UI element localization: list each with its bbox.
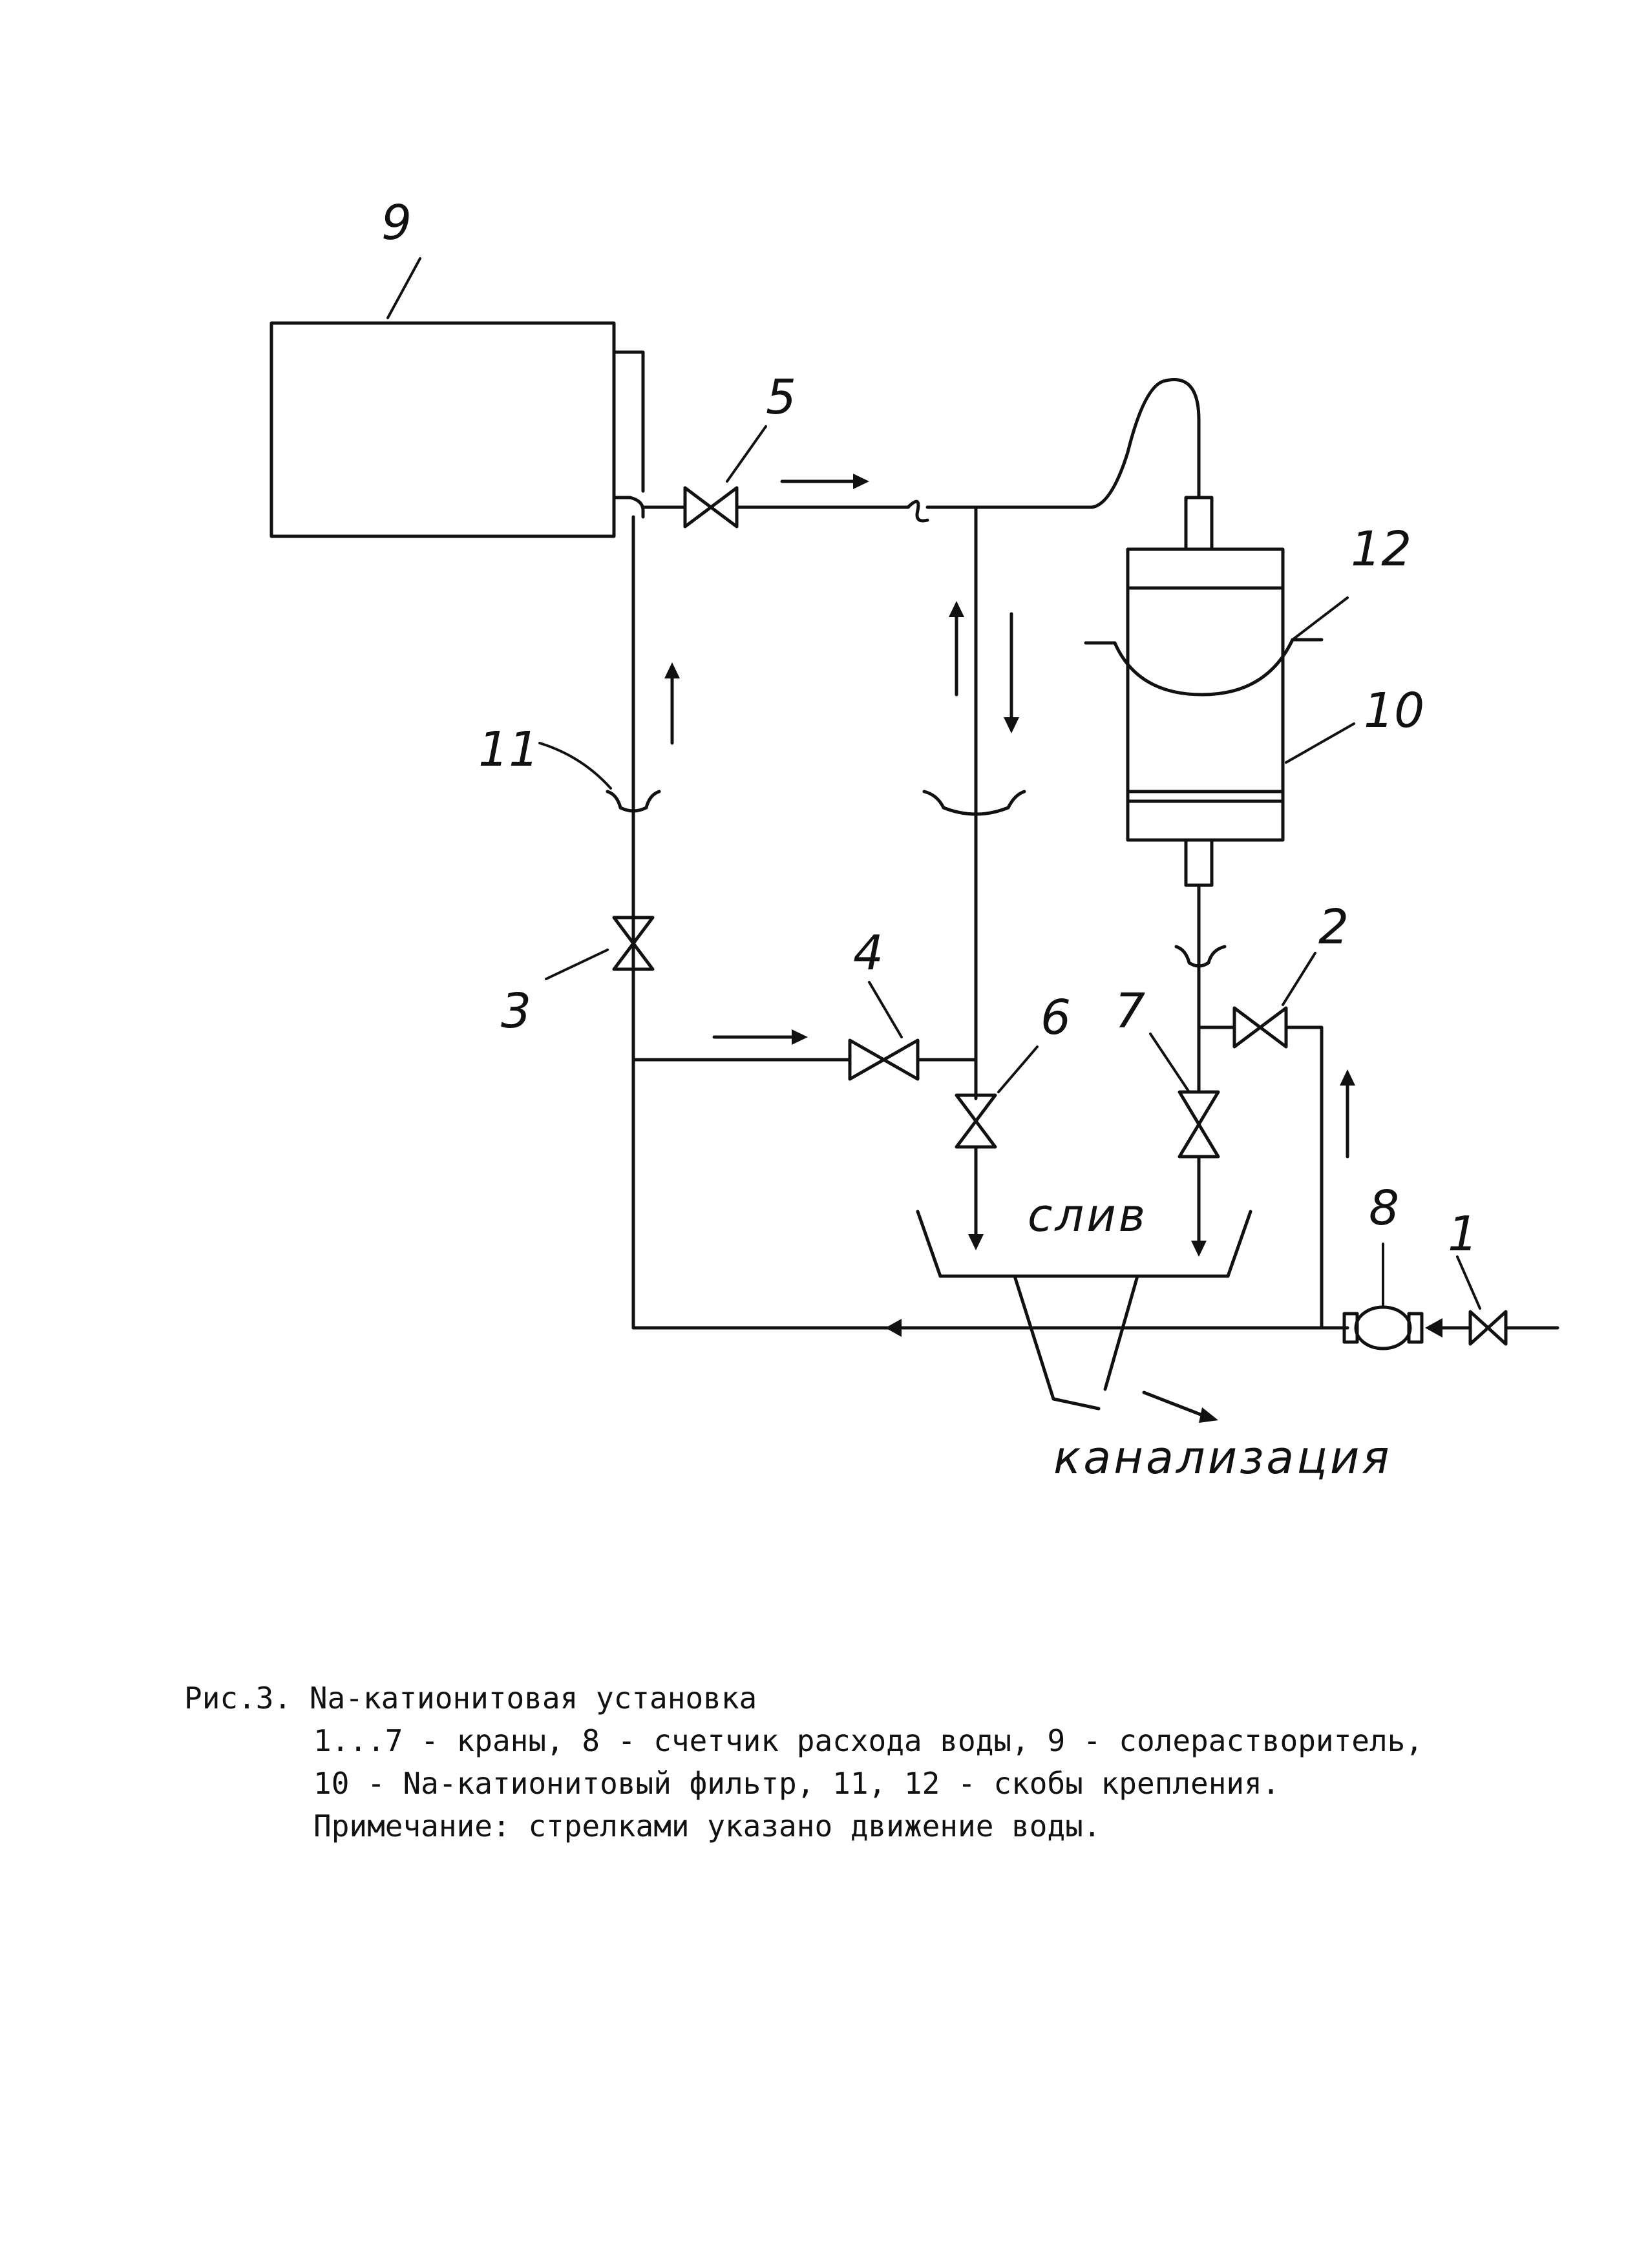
svg-text:9: 9 xyxy=(381,195,412,251)
flow-arrow-branch xyxy=(712,1029,808,1045)
label-9: 9 xyxy=(381,195,421,319)
svg-text:7: 7 xyxy=(1115,983,1145,1039)
label-6: 6 xyxy=(997,990,1071,1093)
valve-3 xyxy=(612,916,655,971)
svg-text:11: 11 xyxy=(478,722,539,777)
flow-arrow-right-up xyxy=(1340,1069,1355,1159)
valve-1 xyxy=(1468,1310,1559,1346)
svg-text:12: 12 xyxy=(1351,521,1411,577)
flow-arrow-center-up xyxy=(949,601,964,697)
sewer-label: канализация xyxy=(1053,1431,1391,1484)
label-4: 4 xyxy=(853,925,903,1038)
label-10: 10 xyxy=(1285,683,1424,764)
svg-text:4: 4 xyxy=(853,925,883,981)
flow-arrow-inlet xyxy=(1425,1318,1472,1338)
valve-4 xyxy=(848,1038,978,1081)
mounting-bracket-11 xyxy=(606,790,1026,816)
flow-arrow-left-up xyxy=(664,662,680,745)
na-cation-filter xyxy=(1126,496,1285,887)
installation-diagram: 9 5 12 10 xyxy=(269,195,1559,1484)
svg-text:8: 8 xyxy=(1369,1181,1399,1236)
svg-text:5: 5 xyxy=(766,370,796,425)
svg-text:3: 3 xyxy=(501,983,531,1039)
caption-line-2: 10 - Na-катионитовый фильтр, 11, 12 - ск… xyxy=(313,1766,1280,1801)
flow-arrow-bottom xyxy=(885,1319,902,1337)
label-1: 1 xyxy=(1448,1206,1481,1310)
figure-caption: Рис.3. Na-катионитовая установка 1...7 -… xyxy=(184,1677,1606,1847)
label-7: 7 xyxy=(1115,983,1190,1093)
label-2: 2 xyxy=(1282,899,1349,1006)
label-11: 11 xyxy=(478,722,612,790)
drain-basin xyxy=(916,1210,1252,1278)
valve-7 xyxy=(1178,1090,1220,1257)
mounting-bracket-12 xyxy=(1084,638,1324,697)
water-meter xyxy=(1342,1305,1424,1350)
label-8: 8 xyxy=(1369,1181,1399,1307)
svg-text:2: 2 xyxy=(1318,899,1349,955)
drain-label: слив xyxy=(1028,1189,1148,1242)
label-12: 12 xyxy=(1291,521,1411,641)
salt-dissolver-tank xyxy=(269,321,645,538)
label-5: 5 xyxy=(726,370,796,483)
caption-note: Примечание: стрелками указано движение в… xyxy=(313,1809,1101,1843)
svg-text:1: 1 xyxy=(1448,1206,1478,1262)
svg-text:10: 10 xyxy=(1364,683,1424,739)
caption-line-1: 1...7 - краны, 8 - счетчик расхода воды,… xyxy=(313,1723,1424,1758)
valve-6 xyxy=(955,1093,997,1250)
sewer-pipes xyxy=(1013,1274,1218,1423)
caption-title: Рис.3. Na-катионитовая установка xyxy=(184,1681,757,1716)
valve-2 xyxy=(1197,1006,1324,1330)
label-3: 3 xyxy=(501,949,609,1039)
svg-text:6: 6 xyxy=(1041,990,1071,1045)
valve-5 xyxy=(683,486,739,529)
hose xyxy=(1090,378,1201,509)
flow-arrow-center-down xyxy=(1004,612,1019,733)
flow-arrow-top xyxy=(780,474,869,489)
